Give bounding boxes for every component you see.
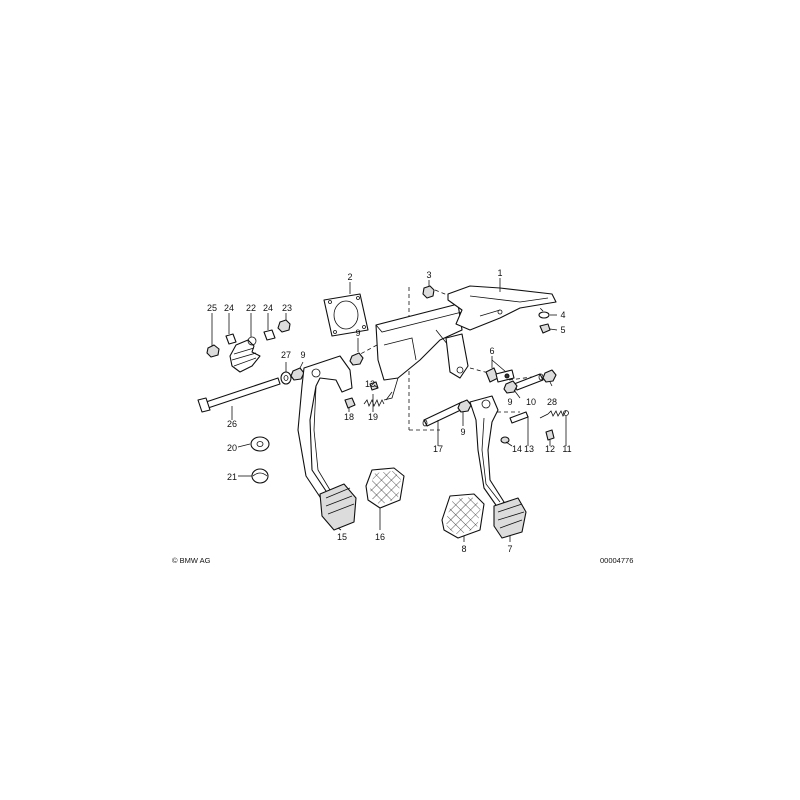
nut-part-9-left	[290, 367, 305, 381]
callout-21: 21	[227, 472, 237, 482]
copyright-label: © BMW AG	[172, 556, 211, 565]
callout-22: 22	[246, 303, 256, 313]
callout-12-right: 12	[545, 444, 555, 454]
callout-20: 20	[227, 443, 237, 453]
callout-5: 5	[560, 325, 565, 335]
callout-12-left: 12	[365, 379, 375, 389]
diagram-id-label: 00004776	[600, 556, 634, 565]
bushing-part-18	[344, 397, 356, 409]
clip-part-12-right	[545, 429, 555, 441]
callout-27: 27	[281, 350, 291, 360]
callout-26: 26	[227, 419, 237, 429]
callout-28: 28	[547, 397, 557, 407]
pin-part-10	[513, 373, 544, 391]
callout-19: 19	[368, 412, 378, 422]
callout-11: 11	[562, 444, 571, 454]
callout-3: 3	[426, 270, 431, 280]
callout-1: 1	[497, 268, 502, 278]
nut-part-28	[542, 369, 557, 383]
pedal-pad-part-8	[441, 493, 485, 539]
spring-part-19	[363, 391, 393, 408]
cap-part-21	[251, 468, 269, 484]
nut-part-9-top	[349, 352, 364, 366]
nut-part-23	[277, 319, 291, 333]
brake-pedal-part-7	[469, 395, 527, 539]
callout-18: 18	[344, 412, 354, 422]
callout-13: 13	[524, 444, 534, 454]
leader-lines	[211, 278, 567, 542]
pedal-pad-part-16	[365, 467, 405, 509]
callout-25: 25	[207, 303, 217, 313]
callout-8: 8	[461, 544, 466, 554]
callout-7: 7	[507, 544, 512, 554]
callout-16: 16	[375, 532, 385, 542]
bolt-part-26	[197, 377, 281, 413]
nut-part-25	[206, 344, 220, 358]
washer-part-20	[250, 436, 270, 452]
callout-9-center: 9	[460, 427, 465, 437]
spring-part-22	[229, 336, 261, 373]
callout-14: 14	[512, 444, 522, 454]
washer-part-27	[280, 371, 292, 385]
rod-part-13	[509, 411, 529, 424]
washer-part-4	[538, 311, 550, 319]
bushing-part-14	[500, 436, 510, 444]
switch-part-6	[485, 367, 515, 383]
support-bracket-part-1	[447, 285, 557, 331]
callout-9-left: 9	[300, 350, 305, 360]
callout-24-right: 24	[263, 303, 273, 313]
callout-24-left: 24	[224, 303, 234, 313]
nut-part-9-center	[457, 399, 472, 413]
bushing-part-24-right	[263, 329, 276, 341]
callout-9-right: 9	[507, 397, 512, 407]
spring-part-11	[539, 410, 569, 419]
callout-23: 23	[282, 303, 292, 313]
gasket-part-2	[323, 293, 369, 337]
callout-6: 6	[489, 346, 494, 356]
callout-9-top: 9	[355, 328, 360, 338]
callout-4: 4	[560, 310, 565, 320]
bushing-part-24-left	[225, 333, 237, 345]
callout-17: 17	[433, 444, 443, 454]
callout-15: 15	[337, 532, 347, 542]
callout-2: 2	[347, 272, 352, 282]
callout-labels: 1 2 3 4 5 6 7 8 9 9 9 9 10 11 12 12 13 1…	[207, 268, 572, 554]
bolt-part-5	[539, 323, 551, 334]
callout-10: 10	[526, 397, 536, 407]
nut-part-9-right	[503, 380, 518, 394]
clutch-pedal-part-15	[297, 355, 357, 531]
pedal-bracket-housing	[375, 303, 469, 401]
nut-part-3	[422, 285, 435, 299]
